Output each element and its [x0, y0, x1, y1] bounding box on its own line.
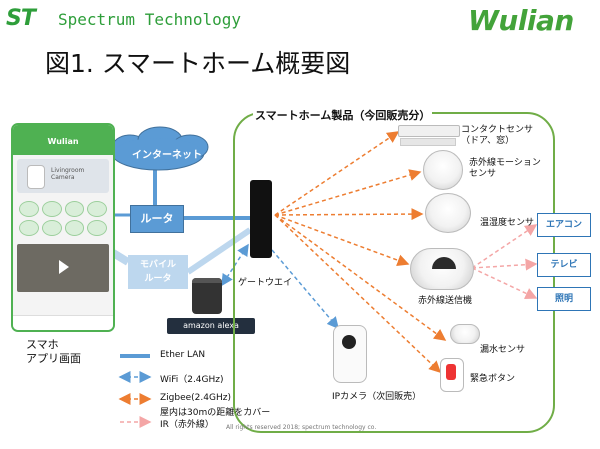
zigbee-links — [274, 131, 447, 374]
legend-ir-label: IR（赤外線） — [160, 420, 214, 430]
phone-header: Wulian — [13, 125, 113, 155]
emergency-red-button — [446, 364, 456, 380]
copyright: All rights reserved 2018; spectrum techn… — [226, 424, 377, 431]
legend-ether-label: Ether LAN — [160, 350, 206, 360]
temp-humidity-label: 温湿度センサ — [480, 218, 535, 228]
motion-sensor-device — [423, 150, 463, 190]
tv-box: テレビ — [537, 253, 591, 277]
wulian-logo: Wulian — [468, 4, 574, 37]
internet-label: インターネット — [132, 150, 202, 161]
device-icon — [19, 220, 39, 236]
device-icon — [41, 201, 62, 217]
mobile-router-line2: ルータ — [144, 274, 172, 284]
phone-app-screen: Wulian Livingroom Camera — [11, 123, 115, 332]
echo-ring — [192, 278, 222, 283]
wifi-gateway-alexa — [221, 243, 249, 287]
contact-sensor-magnet — [400, 138, 456, 146]
router-box: ルータ — [130, 205, 184, 233]
device-icon — [19, 201, 39, 217]
contact-sensor-device — [398, 125, 460, 137]
aircon-box: エアコン — [537, 213, 591, 237]
water-leak-label: 漏水センサ — [480, 345, 526, 355]
gateway-device — [250, 180, 272, 258]
wifi-gateway-camera — [271, 249, 339, 330]
device-icon — [64, 201, 85, 217]
contact-sensor-line2: （ドア、窓） — [461, 136, 515, 146]
device-icon — [64, 220, 85, 236]
water-leak-sensor-device — [450, 324, 480, 344]
ip-camera-device — [333, 325, 367, 383]
contact-sensor-label: コンタクトセンサ （ドア、窓） — [461, 125, 533, 147]
phone-caption-line1: スマホ — [26, 338, 59, 351]
device-icon — [41, 220, 62, 236]
ip-camera-label: IPカメラ（次回販売） — [332, 392, 422, 402]
company-name: Spectrum Technology — [58, 10, 242, 29]
gateway-label: ゲートウエイ — [238, 278, 293, 288]
ir-links — [471, 224, 538, 299]
lighting-box: 照明 — [537, 287, 591, 311]
mobile-router-gateway-link — [186, 227, 252, 275]
temp-humidity-sensor-device — [425, 193, 471, 233]
motion-sensor-line2: センサ — [469, 169, 497, 179]
mobile-router-box: モバイル ルータ — [128, 255, 188, 289]
mobile-router-line1: モバイル — [139, 260, 176, 270]
camera-icon — [27, 165, 45, 189]
product-area-title: スマートホーム製品（今回販売分） — [253, 107, 433, 123]
ir-blaster-device — [410, 248, 474, 290]
device-icon — [87, 220, 107, 236]
emergency-button-label: 緊急ボタン — [470, 374, 516, 384]
phone-caption-line2: アプリ画面 — [26, 352, 81, 365]
st-logo: ST — [6, 6, 36, 31]
motion-sensor-label: 赤外線モーション センサ — [469, 158, 541, 180]
phone-video-preview — [17, 244, 109, 292]
legend-wifi-label: WiFi（2.4GHz) — [160, 375, 224, 385]
ir-blaster-label: 赤外線送信機 — [418, 296, 473, 306]
phone-caption: スマホ アプリ画面 — [26, 338, 81, 366]
play-icon — [59, 260, 69, 274]
legend-zigbee-range-label: 屋内は30mの距離をカバー — [160, 408, 271, 418]
legend-zigbee-label: Zigbee(2.4GHz) — [160, 393, 231, 403]
page-title: 図1. スマートホーム概要図 — [45, 49, 351, 78]
ip-camera-lens — [342, 335, 356, 349]
phone-card-title: Livingroom Camera — [51, 167, 85, 181]
amazon-echo-device — [192, 278, 222, 314]
internet-cloud — [111, 126, 209, 171]
device-icon — [87, 201, 107, 217]
phone-tab-bar — [13, 315, 113, 330]
phone-camera-card: Livingroom Camera — [17, 159, 109, 193]
ir-blaster-top — [432, 257, 456, 269]
motion-sensor-line1: 赤外線モーション — [469, 158, 541, 168]
phone-device-grid — [13, 197, 113, 240]
contact-sensor-line1: コンタクトセンサ — [461, 125, 534, 135]
